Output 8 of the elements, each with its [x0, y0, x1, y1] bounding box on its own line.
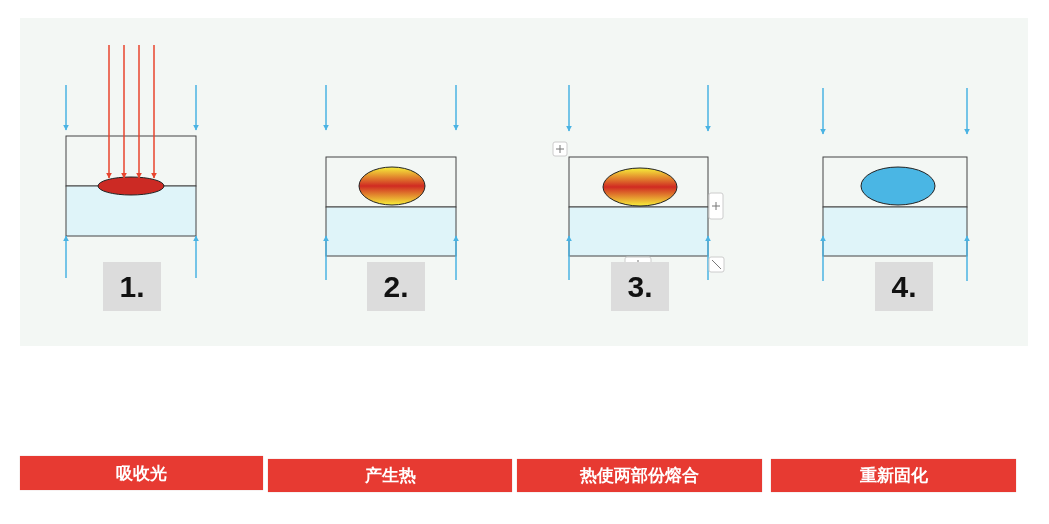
step-label-bar: 热使两部份熔合 — [517, 459, 762, 492]
step-number: 3. — [611, 262, 669, 311]
step-label-bar: 重新固化 — [771, 459, 1016, 492]
step-number: 2. — [367, 262, 425, 311]
step-label-bar: 吸收光 — [20, 456, 263, 490]
step-number: 4. — [875, 262, 933, 311]
step-number: 1. — [103, 262, 161, 311]
step-label-bar: 产生热 — [268, 459, 512, 492]
